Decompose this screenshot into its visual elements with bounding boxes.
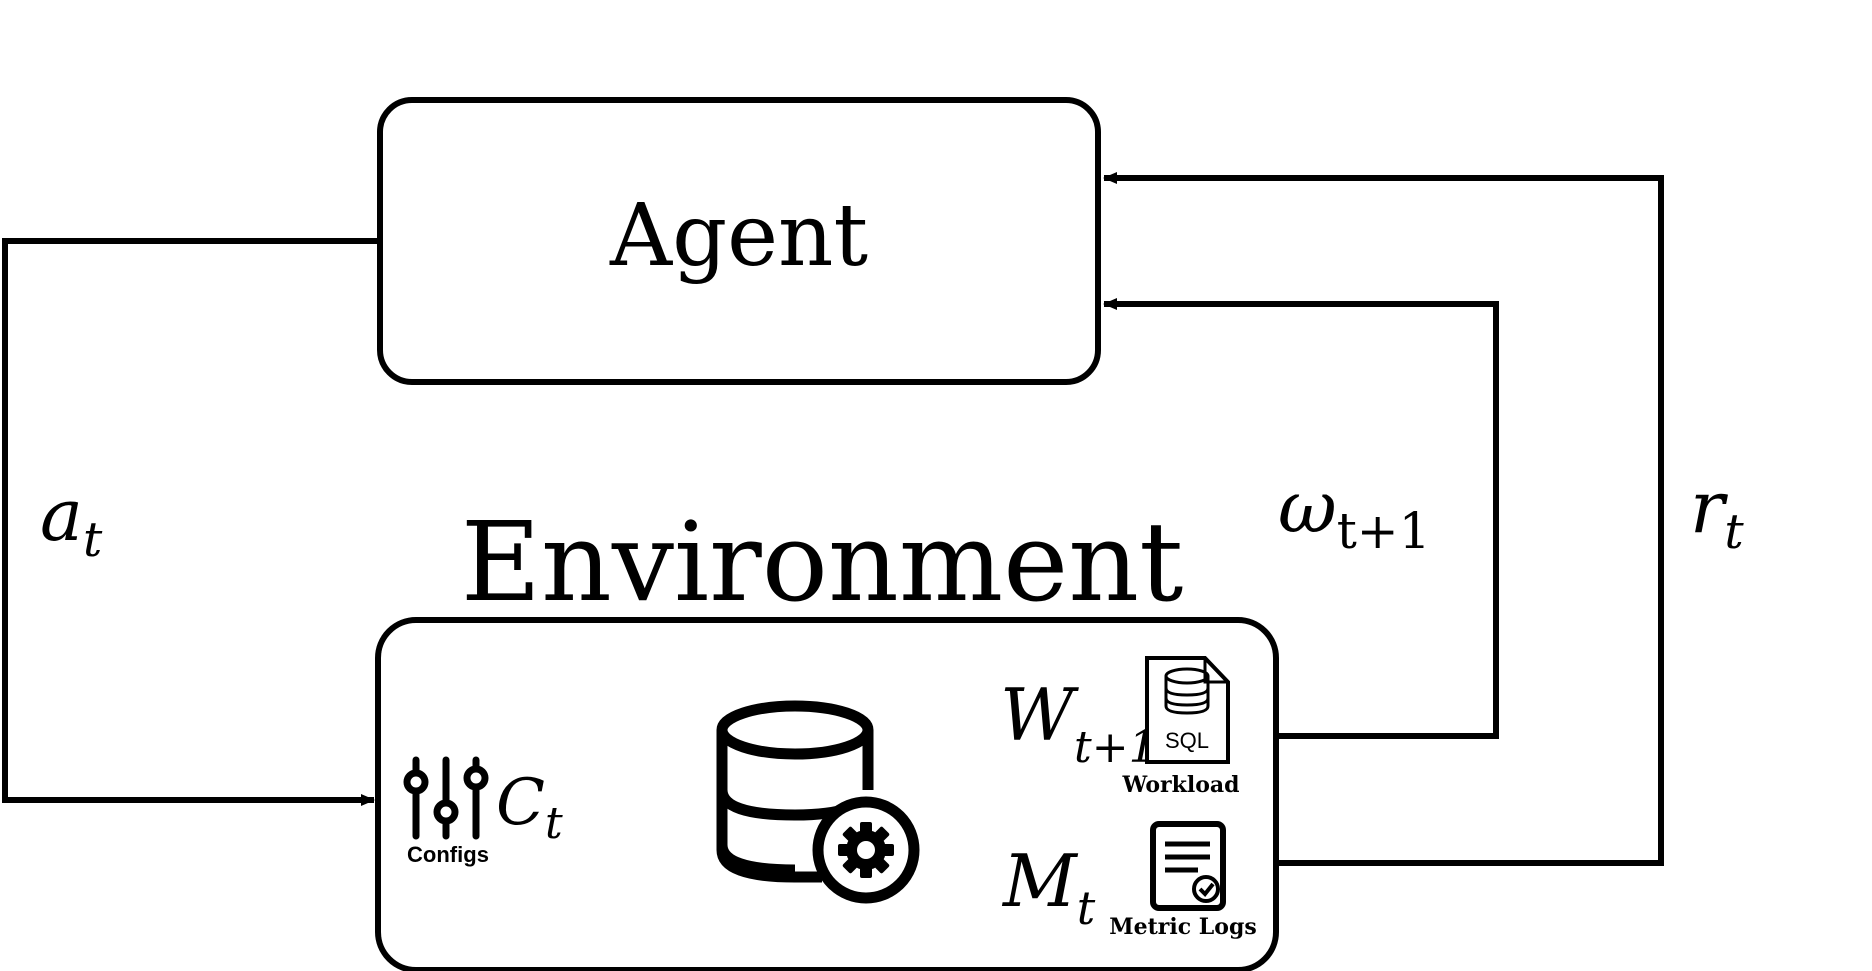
metrics-label: Mt [1001, 839, 1096, 935]
environment-title: Environment [461, 498, 1184, 626]
sql-file-icon: SQL [1145, 656, 1230, 764]
metrics-caption: Metric Logs [1109, 914, 1256, 940]
metrics-group: Mt Metric Logs [1001, 821, 1257, 940]
action-arrow-line [2, 238, 380, 806]
metrics-subscript: t [1077, 881, 1096, 935]
agent-node: Agent [377, 97, 1101, 385]
metrics-symbol: M [1001, 839, 1079, 923]
workload-caption: Workload [1121, 772, 1239, 798]
configs-subscript: t [545, 798, 563, 849]
reward-arrow-line [1103, 172, 1664, 866]
reward-symbol: r [1690, 465, 1728, 549]
workload-subscript: t+1 [1074, 722, 1157, 773]
agent-label: Agent [609, 186, 868, 286]
configs-group: Configs Ct [403, 756, 563, 867]
environment-box [375, 617, 1279, 971]
workload-symbol: W [1000, 673, 1079, 757]
reward-arrow: rt [1103, 172, 1744, 866]
configs-caption: Configs [407, 842, 489, 867]
observation-arrow-line [1103, 298, 1499, 739]
configs-symbol: C [496, 766, 545, 840]
action-arrow: at [2, 238, 380, 806]
reward-label: rt [1690, 465, 1744, 560]
action-label: at [40, 473, 103, 568]
action-subscript: t [83, 512, 103, 568]
sql-file-label: SQL [1165, 728, 1209, 753]
environment-node [375, 617, 1279, 971]
configs-label: Ct [496, 766, 563, 849]
workload-label: Wt+1 [1000, 673, 1157, 773]
observation-symbol: ω [1278, 465, 1337, 549]
observation-subscript: t+1 [1337, 502, 1431, 560]
sliders-icon [403, 756, 489, 840]
observation-arrow: ωt+1 [1103, 298, 1499, 739]
reward-subscript: t [1724, 504, 1744, 560]
action-symbol: a [40, 473, 83, 557]
workload-group: Wt+1 SQL Workload [1000, 656, 1240, 798]
observation-label: ωt+1 [1278, 465, 1431, 560]
report-icon [1150, 821, 1226, 911]
database-gear-icon [716, 700, 920, 904]
